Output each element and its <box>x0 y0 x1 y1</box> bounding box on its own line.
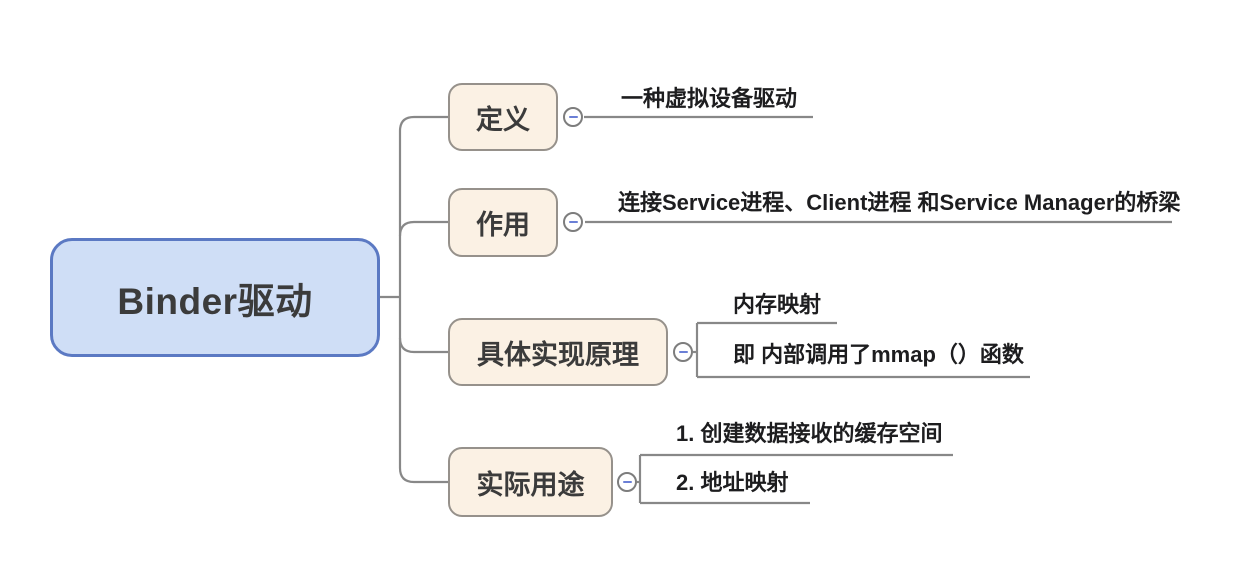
connector-branch-3 <box>398 337 448 354</box>
main-topic-implementation-principle[interactable]: 具体实现原理 <box>448 318 668 386</box>
minus-icon <box>622 480 632 484</box>
child-topic-label[interactable]: 2. 地址映射 <box>676 470 789 495</box>
collapse-button-function[interactable] <box>563 212 583 232</box>
root-topic[interactable]: Binder驱动 <box>50 238 380 357</box>
child-topic-label[interactable]: 1. 创建数据接收的缓存空间 <box>676 421 943 446</box>
collapse-button-practical-use[interactable] <box>617 472 637 492</box>
child-topic-label[interactable]: 连接Service进程、Client进程 和Service Manager的桥梁 <box>618 190 1181 215</box>
main-topic-label: 具体实现原理 <box>477 339 639 370</box>
minus-icon <box>568 220 578 224</box>
child-topic-label[interactable]: 一种虚拟设备驱动 <box>621 86 798 111</box>
main-topic-definition[interactable]: 定义 <box>448 83 558 151</box>
collapse-button-implementation-principle[interactable] <box>673 342 693 362</box>
main-topic-function[interactable]: 作用 <box>448 188 558 257</box>
main-topic-label: 作用 <box>476 210 530 240</box>
connector-branch-2 <box>398 220 448 237</box>
collapse-button-definition[interactable] <box>563 107 583 127</box>
connector-branch-4 <box>398 467 448 484</box>
connector-branch-1 <box>398 115 448 132</box>
main-topic-label: 定义 <box>476 104 530 135</box>
child-topic-label[interactable]: 内存映射 <box>733 292 822 317</box>
minus-icon <box>568 115 578 119</box>
minus-icon <box>678 350 688 354</box>
main-topic-practical-use[interactable]: 实际用途 <box>448 447 613 517</box>
main-topic-label: 实际用途 <box>476 469 585 500</box>
child-topic-label[interactable]: 即 内部调用了mmap（）函数 <box>733 342 1024 367</box>
root-topic-label: Binder驱动 <box>117 280 313 322</box>
